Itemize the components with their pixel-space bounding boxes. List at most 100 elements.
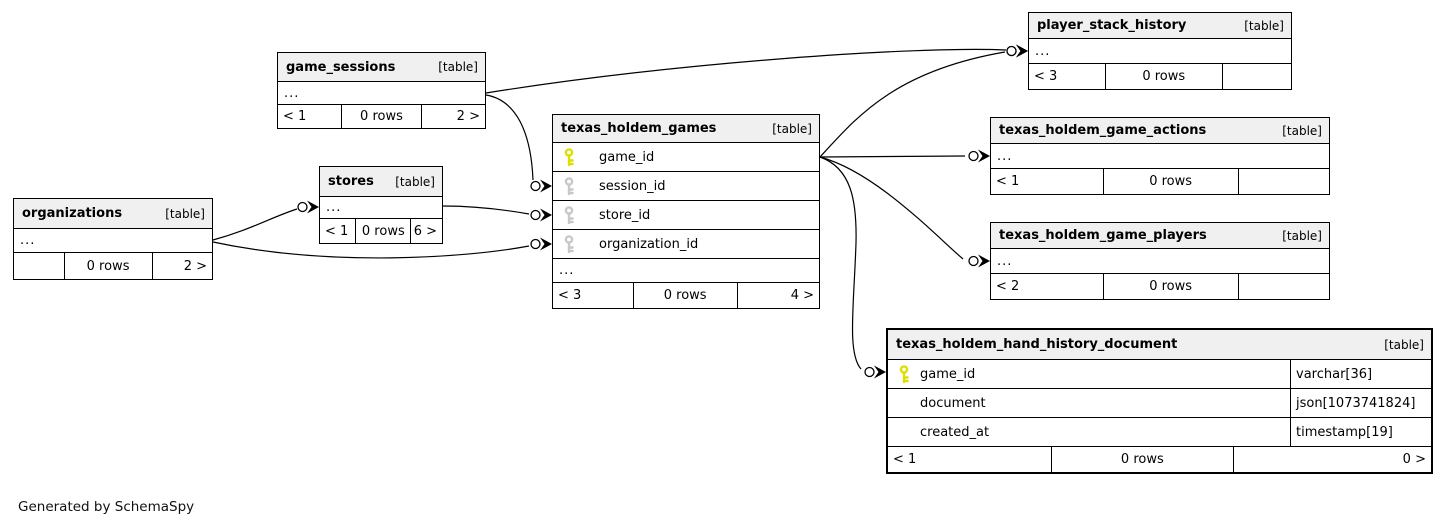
degree-right <box>1237 274 1329 299</box>
table-name: organizations <box>22 206 123 221</box>
column-type: timestamp[19] <box>1290 418 1431 446</box>
degree-right: 4 > <box>736 283 819 308</box>
primary-key-icon <box>898 364 910 384</box>
column-name: created_at <box>920 424 990 440</box>
table-tag: [table] <box>1244 18 1284 33</box>
table-header: organizations[table] <box>14 199 212 229</box>
column-name: store_id <box>599 207 651 223</box>
crow-foot-arrow-icon <box>1016 44 1028 58</box>
table-tag: [table] <box>1282 123 1322 138</box>
generated-by-note: Generated by SchemaSpy <box>18 499 195 515</box>
table-name: texas_holdem_game_players <box>999 228 1207 243</box>
degree-right: 6 > <box>410 219 442 243</box>
primary-key-icon <box>563 147 575 167</box>
row-count: 0 rows <box>1102 274 1238 299</box>
row-count: 0 rows <box>1102 169 1238 194</box>
row-count: 0 rows <box>341 105 421 128</box>
degree-left: < 3 <box>1034 69 1058 84</box>
degree-left: < 1 <box>283 109 307 124</box>
relationship-game_sessions-to-player_stack_history <box>485 44 1028 94</box>
table-footer: < 1 0 rows <box>991 169 1329 194</box>
table-footer: < 2 0 rows <box>991 274 1329 299</box>
row-count: 0 rows <box>63 253 152 279</box>
column-name: session_id <box>599 178 666 194</box>
table-tag: [table] <box>772 121 812 136</box>
zero-or-many-circle-icon <box>530 180 541 192</box>
ellipsis-row: ... <box>553 259 819 283</box>
column-type: varchar[36] <box>1290 360 1431 388</box>
table-tag: [table] <box>1282 228 1322 243</box>
row-count: 0 rows <box>632 283 737 308</box>
degree-right: 0 > <box>1232 447 1431 472</box>
ellipsis-row: ... <box>1029 39 1291 64</box>
relationship-organizations-to-stores <box>212 200 319 241</box>
crow-foot-arrow-icon <box>978 254 990 268</box>
degree-left: < 1 <box>893 452 917 467</box>
column-store_id: store_id <box>553 201 819 230</box>
crow-foot-arrow-icon <box>874 365 886 379</box>
relationship-stores-to-texas_holdem_games-store_id <box>442 205 552 222</box>
table-name: player_stack_history <box>1037 18 1187 33</box>
foreign-key-icon <box>563 176 575 196</box>
column-name: game_id <box>599 149 655 165</box>
foreign-key-icon <box>563 234 575 254</box>
table-name: texas_holdem_hand_history_document <box>896 337 1178 352</box>
table-header: texas_holdem_game_players [table] <box>991 223 1329 249</box>
relationship-organizations-to-texas_holdem_games-organization_id <box>212 237 552 259</box>
column-game_id: game_id varchar[36] <box>888 360 1431 389</box>
crow-foot-arrow-icon <box>540 237 552 251</box>
crow-foot-arrow-icon <box>307 200 319 214</box>
column-session_id: session_id <box>553 172 819 201</box>
table-header: texas_holdem_hand_history_document[table… <box>888 330 1431 360</box>
row-count: 0 rows <box>1050 447 1233 472</box>
table-tag: [table] <box>395 174 435 189</box>
table-name: texas_holdem_game_actions <box>999 123 1207 138</box>
degree-right: 2 > <box>151 253 212 279</box>
foreign-key-icon <box>563 205 575 225</box>
table-header: texas_holdem_games [table] <box>553 115 819 143</box>
crow-foot-arrow-icon <box>978 149 990 163</box>
table-texas_holdem_games[interactable]: texas_holdem_games [table] game_id session_… <box>552 114 820 309</box>
degree-left: < 2 <box>996 279 1020 294</box>
column-name: game_id <box>920 366 976 382</box>
table-name: stores <box>328 174 374 189</box>
zero-or-many-circle-icon <box>530 209 541 221</box>
column-game_id: game_id <box>553 143 819 172</box>
zero-or-many-circle-icon <box>968 150 979 162</box>
degree-left <box>14 253 64 279</box>
zero-or-many-circle-icon <box>968 255 979 267</box>
zero-or-many-circle-icon <box>1006 45 1017 57</box>
table-name: texas_holdem_games <box>561 121 717 136</box>
zero-or-many-circle-icon <box>864 366 875 378</box>
degree-right <box>1237 169 1329 194</box>
table-tag: [table] <box>438 60 478 74</box>
table-header: texas_holdem_game_actions [table] <box>991 118 1329 144</box>
relationship-texas_holdem_games-to-texas_holdem_hand_history_document-game_id <box>819 156 886 379</box>
degree-right <box>1221 64 1291 89</box>
ellipsis-row: ... <box>278 82 485 105</box>
relationship-texas_holdem_games-to-player_stack_history <box>819 44 1028 158</box>
relationship-texas_holdem_games-to-texas_holdem_game_actions <box>819 149 990 163</box>
column-organization_id: organization_id <box>553 230 819 259</box>
row-count: 0 rows <box>355 219 410 243</box>
table-name: game_sessions <box>286 59 396 75</box>
relationship-game_sessions-to-texas_holdem_games-session_id <box>485 94 552 193</box>
degree-left: < 1 <box>996 174 1020 189</box>
table-header: stores [table] <box>320 167 442 197</box>
zero-or-many-circle-icon <box>297 201 308 213</box>
table-texas_holdem_hand_history_document[interactable]: texas_holdem_hand_history_document[table… <box>886 328 1433 474</box>
ellipsis-row: ... <box>320 197 442 219</box>
column-name: document <box>920 395 986 411</box>
